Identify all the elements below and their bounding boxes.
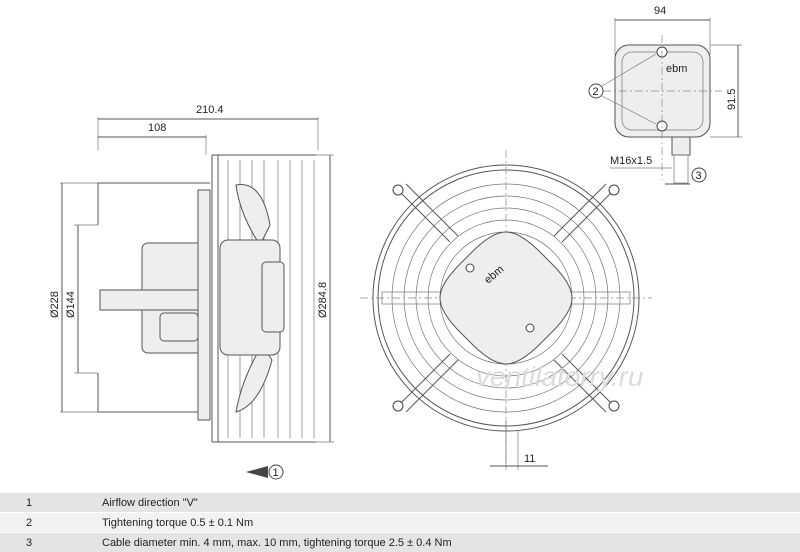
front-view: ebm 11 [360, 150, 652, 470]
torque-callout: 2 [593, 86, 599, 98]
legend-number: 1 [0, 492, 96, 513]
legend-row: 2 Tightening torque 0.5 ± 0.1 Nm [0, 512, 800, 533]
legend-text: Tightening torque 0.5 ± 0.1 Nm [96, 512, 800, 533]
legend-row: 3 Cable diameter min. 4 mm, max. 10 mm, … [0, 532, 800, 552]
outer-diameter-label: Ø284.8 [317, 282, 329, 318]
legend-text: Cable diameter min. 4 mm, max. 10 mm, ti… [96, 532, 800, 552]
terminal-box-view: 94 ebm 91.5 2 M16x1.5 3 [588, 5, 742, 185]
motor-depth-label: 108 [148, 122, 166, 134]
legend-row: 1 Airflow direction "V" [0, 492, 800, 513]
legend-table: 1 Airflow direction "V" 2 Tightening tor… [0, 492, 800, 552]
box-width-label: 94 [654, 5, 666, 17]
side-view: 210.4 108 Ø228 Ø144 [49, 104, 334, 480]
cable-gland-label: M16x1.5 [610, 155, 652, 167]
overall-depth-label: 210.4 [196, 104, 224, 116]
legend-number: 2 [0, 512, 96, 533]
cable-callout: 3 [696, 170, 702, 182]
hub-diameter-label: Ø144 [65, 291, 77, 318]
fan-dimension-drawing: 210.4 108 Ø228 Ø144 [49, 5, 742, 480]
legend-number: 3 [0, 532, 96, 552]
airflow-callout: 1 [273, 467, 279, 479]
box-brand-logo: ebm [666, 63, 687, 75]
bracket-offset-label: 11 [524, 453, 535, 465]
legend-text: Airflow direction "V" [96, 492, 800, 513]
box-height-label: 91.5 [726, 89, 738, 110]
guard-diameter-label: Ø228 [49, 291, 61, 318]
watermark: ventilatorry.ru [476, 361, 644, 392]
